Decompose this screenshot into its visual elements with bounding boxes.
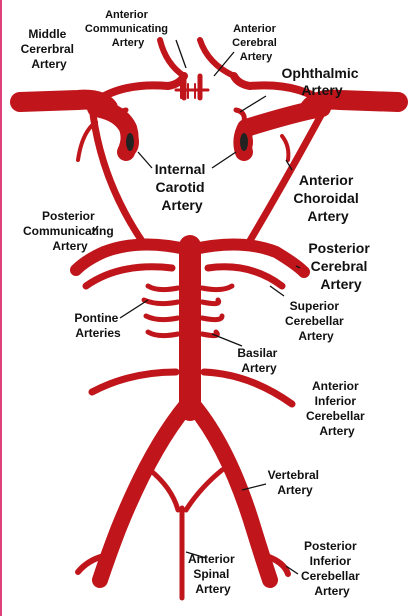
leader-line xyxy=(241,483,267,491)
anterior-inferior-cerebellar-artery-left xyxy=(88,368,180,396)
posterior-inferior-cerebellar-artery-right xyxy=(263,553,291,577)
label-posterior-inferior-cerebellar-artery: Posterior Inferior Cerebellar Artery xyxy=(301,539,363,598)
pontine-artery xyxy=(145,283,181,293)
label-superior-cerebellar-artery: Superior Cerebellar Artery xyxy=(285,299,347,343)
label-pontine-arteries: Pontine Arteries xyxy=(74,311,121,340)
anterior-cerebral-artery-right xyxy=(197,37,237,79)
leader-line xyxy=(185,551,207,559)
superior-cerebellar-artery-right xyxy=(204,263,286,290)
leader-line xyxy=(91,225,99,235)
frame-edge xyxy=(0,0,2,616)
leader-line xyxy=(269,285,285,297)
ophthalmic-artery-left xyxy=(115,107,129,125)
leader-line xyxy=(175,39,187,69)
leader-line xyxy=(239,95,267,113)
anterior-spinal-artery-left-root xyxy=(147,467,181,513)
leader-lines xyxy=(91,39,301,575)
label-anterior-spinal-artery: Anterior Spinal Artery xyxy=(188,552,238,596)
label-vertebral-artery: Vertebral Artery xyxy=(268,468,323,497)
anterior-cerebral-arch-right xyxy=(230,72,330,108)
pontine-artery xyxy=(199,283,235,293)
label-anterior-cerebral-artery: Anterior Cerebral Artery xyxy=(232,23,280,63)
leader-line xyxy=(211,333,243,347)
label-ophthalmic-artery: Ophthalmic Artery xyxy=(282,65,363,98)
label-posterior-communicating-artery: Posterior Communicating Artery xyxy=(23,209,117,253)
pontine-arteries xyxy=(141,283,235,339)
leader-line xyxy=(285,565,299,575)
leader-line xyxy=(119,299,149,319)
posterior-cerebral-artery-left xyxy=(70,238,196,276)
pontine-artery xyxy=(199,313,225,323)
labels: Anterior Communicating Artery Middle Cer… xyxy=(21,9,373,598)
label-anterior-choroidal-artery: Anterior Choroidal Artery xyxy=(293,172,362,224)
anterior-inferior-cerebellar-artery-right xyxy=(200,368,296,408)
anterior-choroidal-artery-right xyxy=(280,134,291,162)
label-posterior-cerebral-artery: Posterior Cerebral Artery xyxy=(308,240,373,292)
carotid-lumen-highlight-left xyxy=(126,133,134,151)
carotid-lumen-highlight-right xyxy=(240,133,248,151)
leader-line xyxy=(211,151,237,169)
label-anterior-inferior-cerebellar-artery: Anterior Inferior Cerebellar Artery xyxy=(306,379,368,438)
ophthalmic-artery-right xyxy=(233,107,247,125)
posterior-inferior-cerebellar-artery-left xyxy=(75,553,107,575)
label-middle-cerebral-artery: Middle Cererbral Artery xyxy=(21,27,78,71)
pontine-artery xyxy=(141,297,181,307)
anterior-cerebral-artery-left xyxy=(157,37,187,79)
anterior-cerebral-arch-left xyxy=(88,72,188,108)
anterior-spinal-artery-right-root xyxy=(183,467,225,513)
leader-line xyxy=(285,159,293,171)
pontine-artery xyxy=(143,313,181,323)
leader-line xyxy=(213,51,235,77)
superior-cerebellar-artery-left xyxy=(82,263,176,290)
leader-line xyxy=(295,265,301,269)
vertebral-artery-right xyxy=(186,398,278,588)
label-anterior-communicating-artery: Anterior Communicating Artery xyxy=(85,9,171,49)
posterior-communicating-artery-right xyxy=(244,102,330,248)
pontine-artery xyxy=(145,329,181,339)
vertebral-artery-left xyxy=(92,398,194,588)
leader-line xyxy=(137,151,153,169)
label-basilar-artery: Basilar Artery xyxy=(237,346,280,375)
pontine-artery xyxy=(199,297,222,307)
posterior-communicating-artery-left xyxy=(88,102,148,248)
label-internal-carotid-artery: Internal Carotid Artery xyxy=(155,161,209,213)
